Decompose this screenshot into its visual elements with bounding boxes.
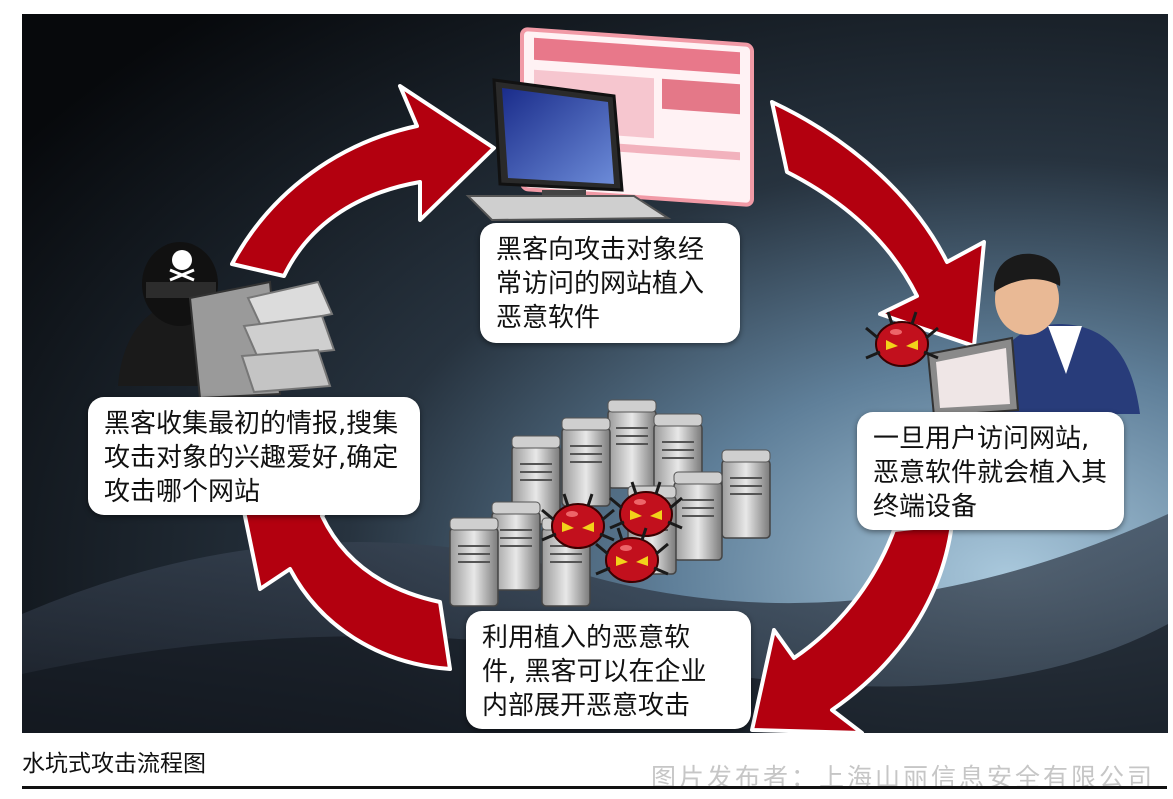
- step-1-line: 常访问的网站植入: [496, 269, 705, 299]
- bottom-rule: [22, 786, 1167, 789]
- arrow-top-left-icon: [230, 84, 496, 278]
- arrow-bottom-right-icon: [750, 522, 954, 733]
- step-2-line: 恶意软件就会植入其: [873, 458, 1108, 488]
- step-3-line: 内部展开恶意攻击: [482, 691, 691, 721]
- step-2-line: 终端设备: [873, 492, 978, 522]
- step-3-line: 利用植入的恶意软: [482, 623, 691, 653]
- diagram-stage: 黑客向攻击对象经 常访问的网站植入 恶意软件 一旦用户访问网站, 恶意软件就会植…: [22, 14, 1168, 733]
- step-2-bubble: 一旦用户访问网站, 恶意软件就会植入其 终端设备: [857, 412, 1124, 530]
- step-1-line: 黑客向攻击对象经: [496, 235, 705, 265]
- step-4-line: 攻击对象的兴趣爱好,确定: [104, 443, 399, 473]
- computer-monitor-icon: [465, 27, 754, 222]
- step-4-bubble: 黑客收集最初的情报,搜集 攻击对象的兴趣爱好,确定 攻击哪个网站: [88, 397, 420, 515]
- step-2-line: 一旦用户访问网站,: [873, 424, 1090, 454]
- cycle-arrows: [230, 84, 986, 733]
- step-4-line: 黑客收集最初的情报,搜集: [104, 409, 399, 439]
- arrow-top-right-icon: [770, 100, 986, 348]
- figure-caption: 水坑式攻击流程图: [22, 751, 206, 777]
- step-1-bubble: 黑客向攻击对象经 常访问的网站植入 恶意软件: [480, 223, 740, 343]
- step-3-line: 件, 黑客可以在企业: [482, 657, 707, 687]
- step-3-bubble: 利用植入的恶意软 件, 黑客可以在企业 内部展开恶意攻击: [466, 611, 751, 729]
- step-1-line: 恶意软件: [496, 303, 601, 333]
- hacker-figure-icon: [118, 242, 336, 400]
- arrow-bottom-left-icon: [238, 490, 452, 671]
- step-4-line: 攻击哪个网站: [104, 477, 261, 507]
- user-at-computer-icon: [926, 253, 1140, 426]
